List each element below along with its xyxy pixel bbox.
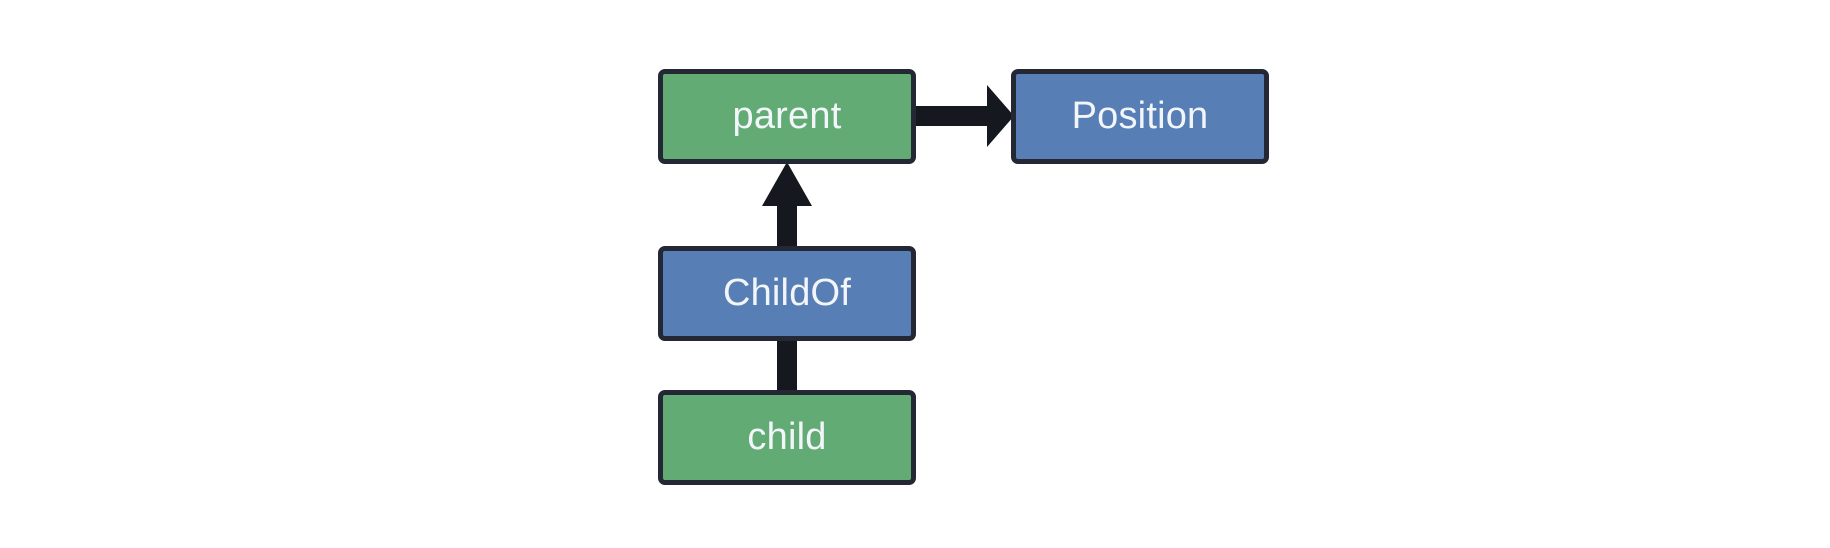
arrowhead-up-icon — [762, 162, 812, 206]
node-position-label: Position — [1071, 94, 1209, 137]
edge-parent-to-position — [916, 85, 1014, 147]
edge-shaft-horizontal — [916, 106, 1002, 126]
edge-childof-to-parent — [762, 162, 812, 248]
node-childof[interactable]: ChildOf — [658, 246, 916, 341]
node-childof-label: ChildOf — [722, 271, 852, 314]
node-parent-label: parent — [732, 94, 842, 137]
node-parent[interactable]: parent — [658, 69, 916, 164]
edge-child-to-childof — [777, 339, 797, 392]
node-child-label: child — [747, 415, 827, 458]
node-position[interactable]: Position — [1011, 69, 1269, 164]
edge-shaft-vertical-lower — [777, 339, 797, 392]
node-child[interactable]: child — [658, 390, 916, 485]
arrowhead-right-icon — [987, 85, 1014, 147]
